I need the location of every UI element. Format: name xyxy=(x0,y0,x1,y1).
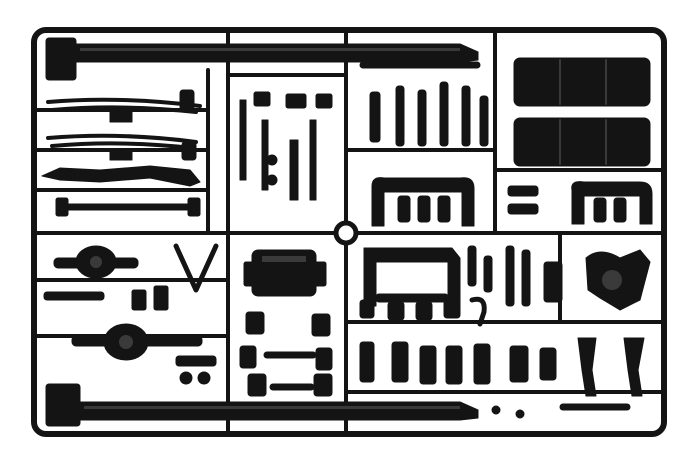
small-parts-bottom-right xyxy=(491,403,631,419)
engine-block xyxy=(243,249,327,297)
rear-differential xyxy=(53,245,139,279)
shock-row-bottom xyxy=(359,337,645,397)
crossmember-frame xyxy=(363,247,461,307)
suspension-arm-right xyxy=(585,249,651,311)
small-parts-row xyxy=(359,296,487,327)
drive-shaft xyxy=(55,197,201,217)
fuel-tank-2 xyxy=(513,117,651,167)
front-axle xyxy=(41,165,201,187)
fuel-tank-1 xyxy=(513,57,651,107)
chassis-rail-bottom xyxy=(45,383,479,427)
second-axle xyxy=(71,323,203,361)
shock-absorbers xyxy=(359,61,489,147)
small-parts-top-center xyxy=(239,91,333,201)
chassis-rail-top xyxy=(45,37,479,81)
brackets-middle xyxy=(467,245,563,307)
sprue-hub xyxy=(333,220,359,246)
small-parts-bottom-center xyxy=(239,311,333,397)
v-brace xyxy=(173,243,219,293)
small-parts-left xyxy=(43,285,217,385)
leaf-springs xyxy=(46,97,202,150)
suspension-cluster xyxy=(371,177,653,227)
